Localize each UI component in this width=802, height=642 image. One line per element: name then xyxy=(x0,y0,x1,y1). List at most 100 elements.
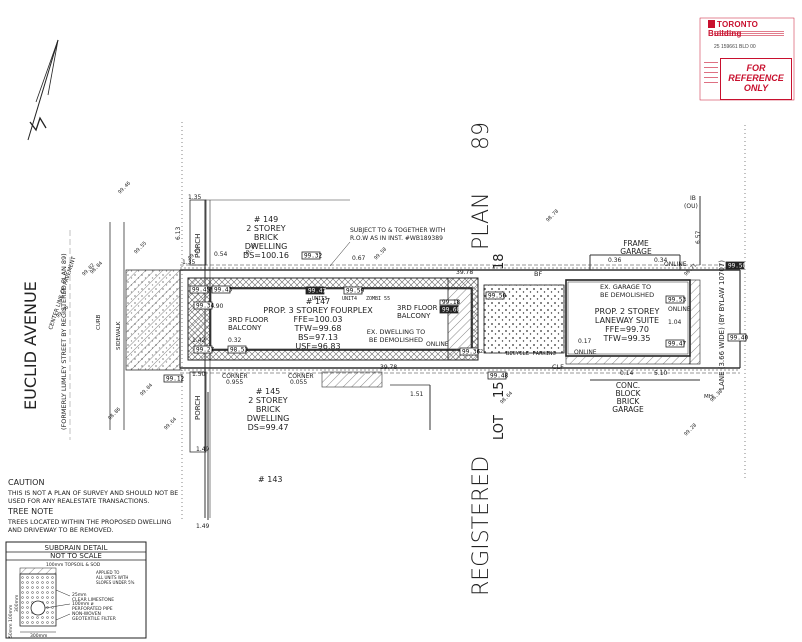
euclid-avenue-street xyxy=(69,222,181,440)
stamp-side-lines xyxy=(704,58,718,98)
svg-text:CAUTION: CAUTION xyxy=(8,478,44,487)
svg-text:98.30: 98.30 xyxy=(709,389,724,404)
svg-text:BALCONY: BALCONY xyxy=(228,324,262,332)
plan-labels: PLAN 89 REGISTERED LOT 15 18 xyxy=(469,122,507,596)
svg-text:1.50: 1.50 xyxy=(192,371,206,378)
svg-text:THIS IS NOT A PLAN OF SURVEY A: THIS IS NOT A PLAN OF SURVEY AND SHOULD … xyxy=(7,490,178,497)
svg-text:6.57: 6.57 xyxy=(695,230,702,244)
svg-text:300mm: 300mm xyxy=(30,633,47,639)
north-arrow-icon xyxy=(27,39,59,141)
svg-text:TREES LOCATED WITHIN THE PROPO: TREES LOCATED WITHIN THE PROPOSED DWELLI… xyxy=(7,519,171,526)
svg-text:LANEWAY SUITE: LANEWAY SUITE xyxy=(595,316,659,325)
svg-text:39.78: 39.78 xyxy=(380,364,397,371)
front-balcony-label: 3RD FLOOR BALCONY xyxy=(228,316,269,332)
lot-label: LOT xyxy=(492,415,507,440)
svg-text:BE DEMOLISHED: BE DEMOLISHED xyxy=(600,291,654,299)
property-lines xyxy=(179,122,746,520)
svg-text:0.055: 0.055 xyxy=(290,379,307,386)
plan-label: PLAN xyxy=(469,192,494,250)
svg-text:98.78: 98.78 xyxy=(545,209,560,224)
svg-text:R.O.W AS IN INST. #WB189389: R.O.W AS IN INST. #WB189389 xyxy=(350,235,443,242)
subdrain-detail-text: SUBDRAIN DETAIL NOT TO SCALE 100mm TOPSO… xyxy=(8,544,135,639)
stamp-line-for: FOR xyxy=(746,63,766,73)
svg-text:99.59: 99.59 xyxy=(346,288,364,295)
svg-text:0.32: 0.32 xyxy=(228,337,242,344)
laneway-suite-label: PROP. 2 STOREY LANEWAY SUITE FFE=99.70 T… xyxy=(595,307,660,343)
svg-text:50mm: 50mm xyxy=(8,624,14,639)
svg-text:CLEAR LIMESTONE: CLEAR LIMESTONE xyxy=(72,597,114,603)
svg-text:USF=96.83: USF=96.83 xyxy=(295,342,340,351)
svg-text:99.28: 99.28 xyxy=(683,423,698,438)
for-reference-only-box: FOR REFERENCE ONLY xyxy=(720,58,792,100)
svg-text:BE DEMOLISHED: BE DEMOLISHED xyxy=(369,336,423,344)
lot-number-18-label: 18 xyxy=(492,253,507,270)
stamp-fine-print xyxy=(714,30,784,38)
bicycle-parking-label: BICYCLE PARKING xyxy=(506,351,556,357)
svg-text:ALL UNITS WITH: ALL UNITS WITH xyxy=(96,575,128,580)
svg-text:98.53: 98.53 xyxy=(230,347,248,354)
stamp-reference-number: 25 159661 BLD 00 xyxy=(714,44,756,50)
svg-text:99.60: 99.60 xyxy=(442,307,460,314)
svg-text:0.36: 0.36 xyxy=(608,257,622,264)
zombi-label: ZOMBI 55 xyxy=(366,296,390,302)
svg-text:1.35: 1.35 xyxy=(182,259,196,266)
corner-label-1: CORNER xyxy=(222,373,248,380)
svg-text:99.50: 99.50 xyxy=(728,263,746,270)
elevation-tag: 99.40 xyxy=(727,333,748,342)
elevation-tag: 99.45 xyxy=(189,285,210,294)
sidewalk-label: SIDEWALK xyxy=(116,321,122,350)
porch-label-top: PORCH xyxy=(194,234,202,258)
svg-text:99.50: 99.50 xyxy=(488,293,506,300)
svg-text:1.35: 1.35 xyxy=(188,194,202,201)
row-note: SUBJECT TO & TOGETHER WITH R.O.W AS IN I… xyxy=(329,227,445,267)
svg-text:1.04: 1.04 xyxy=(668,319,682,326)
svg-text:USED FOR ANY REALESTATE TRANSA: USED FOR ANY REALESTATE TRANSACTIONS. xyxy=(8,498,149,505)
svg-text:0.34: 0.34 xyxy=(654,257,668,264)
svg-text:99.46: 99.46 xyxy=(117,181,132,196)
svg-text:AND DRIVEWAY TO BE REMOVED.: AND DRIVEWAY TO BE REMOVED. xyxy=(8,527,114,534)
svg-text:99.32: 99.32 xyxy=(304,253,322,260)
svg-text:# 147: # 147 xyxy=(306,297,331,306)
svg-text:99.48: 99.48 xyxy=(490,373,508,380)
svg-text:EX. GARAGE TO: EX. GARAGE TO xyxy=(600,283,651,291)
fence-line-marks xyxy=(180,267,740,371)
toronto-logo-icon xyxy=(708,20,715,28)
stair-hatch xyxy=(321,371,383,388)
svg-text:39.78: 39.78 xyxy=(456,269,473,276)
svg-text:DS=99.47: DS=99.47 xyxy=(248,423,289,432)
svg-text:100mm TOPSOIL & SOD: 100mm TOPSOIL & SOD xyxy=(46,562,101,568)
svg-text:6.13: 6.13 xyxy=(175,226,182,240)
stamp-frame xyxy=(699,17,795,101)
svg-text:1.49: 1.49 xyxy=(196,523,210,530)
svg-text:99.04: 99.04 xyxy=(139,383,154,398)
svg-text:99.53: 99.53 xyxy=(668,297,686,304)
svg-text:BRICK: BRICK xyxy=(256,405,281,414)
elevation-tag: 99.50 xyxy=(485,291,506,300)
elevation-tag: 99.36 xyxy=(459,347,480,356)
elevation-tag: 99.48 xyxy=(487,371,508,380)
caution-note: CAUTION THIS IS NOT A PLAN OF SURVEY AND… xyxy=(7,478,178,505)
svg-text:98.86: 98.86 xyxy=(107,407,122,422)
svg-text:99.18: 99.18 xyxy=(442,299,460,306)
toronto-building-stamp: TORONTO Building 25 159661 BLD 00 FOR RE… xyxy=(700,18,794,100)
elevation-tag: 98.53 xyxy=(227,345,248,354)
tree-note: TREE NOTE TREES LOCATED WITHIN THE PROPO… xyxy=(7,507,171,534)
svg-text:PROP. 3 STOREY FOURPLEX: PROP. 3 STOREY FOURPLEX xyxy=(263,306,373,315)
svg-text:99.43: 99.43 xyxy=(214,287,232,294)
ib-label: IB xyxy=(690,195,696,202)
corner-label-2: CORNER xyxy=(288,373,314,380)
euclid-avenue-label: EUCLID AVENUE xyxy=(21,281,40,410)
neighbour-145-label: # 145 2 STOREY BRICK DWELLING DS=99.47 xyxy=(247,387,290,432)
neighbour-145-outline xyxy=(189,371,383,453)
online-label-laneway: ONLINE xyxy=(574,349,597,356)
frame-garage-label: FRAME GARAGE xyxy=(620,239,652,256)
svg-text:99.64: 99.64 xyxy=(163,417,178,432)
elevation-tag: 99.50 xyxy=(725,261,746,270)
svg-text:5.10: 5.10 xyxy=(654,370,668,377)
bf-label: BF xyxy=(534,270,542,278)
porch-label-bottom: PORCH xyxy=(194,396,202,420)
svg-text:FFE=99.70: FFE=99.70 xyxy=(605,325,649,334)
svg-text:GEOTEXTILE FILTER: GEOTEXTILE FILTER xyxy=(72,616,116,622)
svg-text:3RD FLOOR: 3RD FLOOR xyxy=(228,316,269,324)
